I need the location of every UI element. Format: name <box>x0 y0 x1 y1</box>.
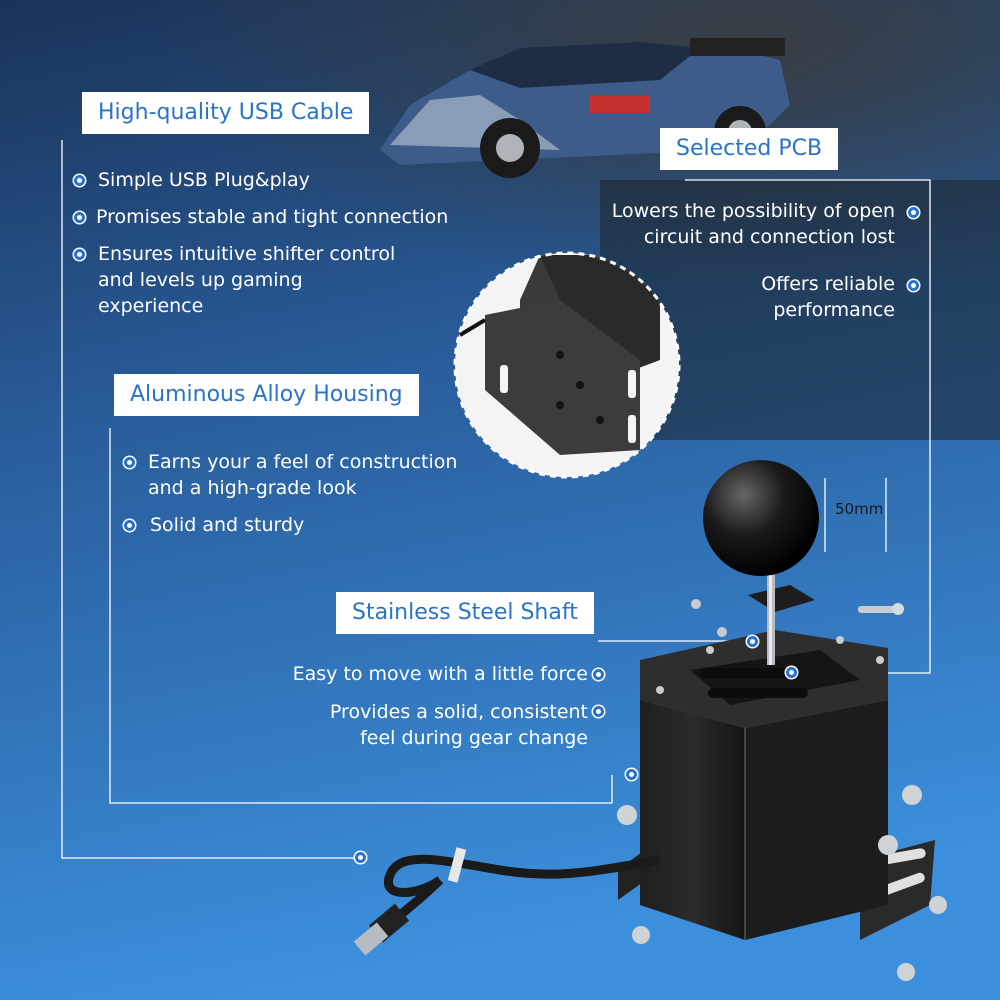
pcb-bullet-dot <box>908 280 919 291</box>
knob-icon <box>703 460 819 576</box>
usb-bullet-1: Simple USB Plug&play <box>98 169 310 191</box>
housing-bullet-2: Solid and sturdy <box>150 514 305 536</box>
pcb-bullet-dot <box>908 207 919 218</box>
usb-bullet-3: Ensures intuitive shifter control <box>98 243 396 265</box>
pcb-bullet-1: Lowers the possibility of open <box>611 200 895 222</box>
housing-bullet-dot <box>124 457 135 468</box>
pcb-bullet-1-line-2: circuit and connection lost <box>643 226 895 248</box>
pcb-bullet-2: Offers reliable <box>761 273 895 295</box>
usb-bullet-3-line-2: and levels up gaming <box>98 269 303 291</box>
shaft-bullet-2-line-2: feel during gear change <box>360 727 588 749</box>
knob-diameter-label: 50mm <box>835 500 884 518</box>
housing-bullet-1-line-2: and a high-grade look <box>148 477 357 499</box>
connector-dot <box>626 769 637 780</box>
pcb-title: Selected PCB <box>660 128 839 170</box>
shaft-bullet-dot <box>593 669 604 680</box>
housing-bullet-1: Earns your a feel of construction <box>148 451 458 473</box>
usb-bullet-dot <box>74 175 85 186</box>
usb-bullet-2: Promises stable and tight connection <box>96 206 449 228</box>
connector-dot <box>786 667 797 678</box>
usb-bullet-dot <box>74 212 85 223</box>
connector-dot <box>355 852 366 863</box>
usb-bullet-dot <box>74 249 85 260</box>
housing-title: Aluminous Alloy Housing <box>114 374 419 416</box>
usb-cable-title: High-quality USB Cable <box>82 92 370 134</box>
connector-dot <box>747 636 758 647</box>
pcb-bullet-2-line-2: performance <box>773 299 895 321</box>
usb-plug-icon <box>353 847 661 956</box>
shaft-bullet-2: Provides a solid, consistent <box>329 701 588 723</box>
zoom-circle-image <box>453 251 681 479</box>
shaft-bullet-dot <box>593 706 604 717</box>
shifter-image <box>617 460 947 981</box>
housing-bullet-dot <box>124 520 135 531</box>
usb-bullet-3-line-3: experience <box>98 295 204 317</box>
shaft-bullet-1: Easy to move with a little force <box>292 663 588 685</box>
rally-car-image <box>380 38 790 178</box>
shaft-title: Stainless Steel Shaft <box>336 592 594 634</box>
